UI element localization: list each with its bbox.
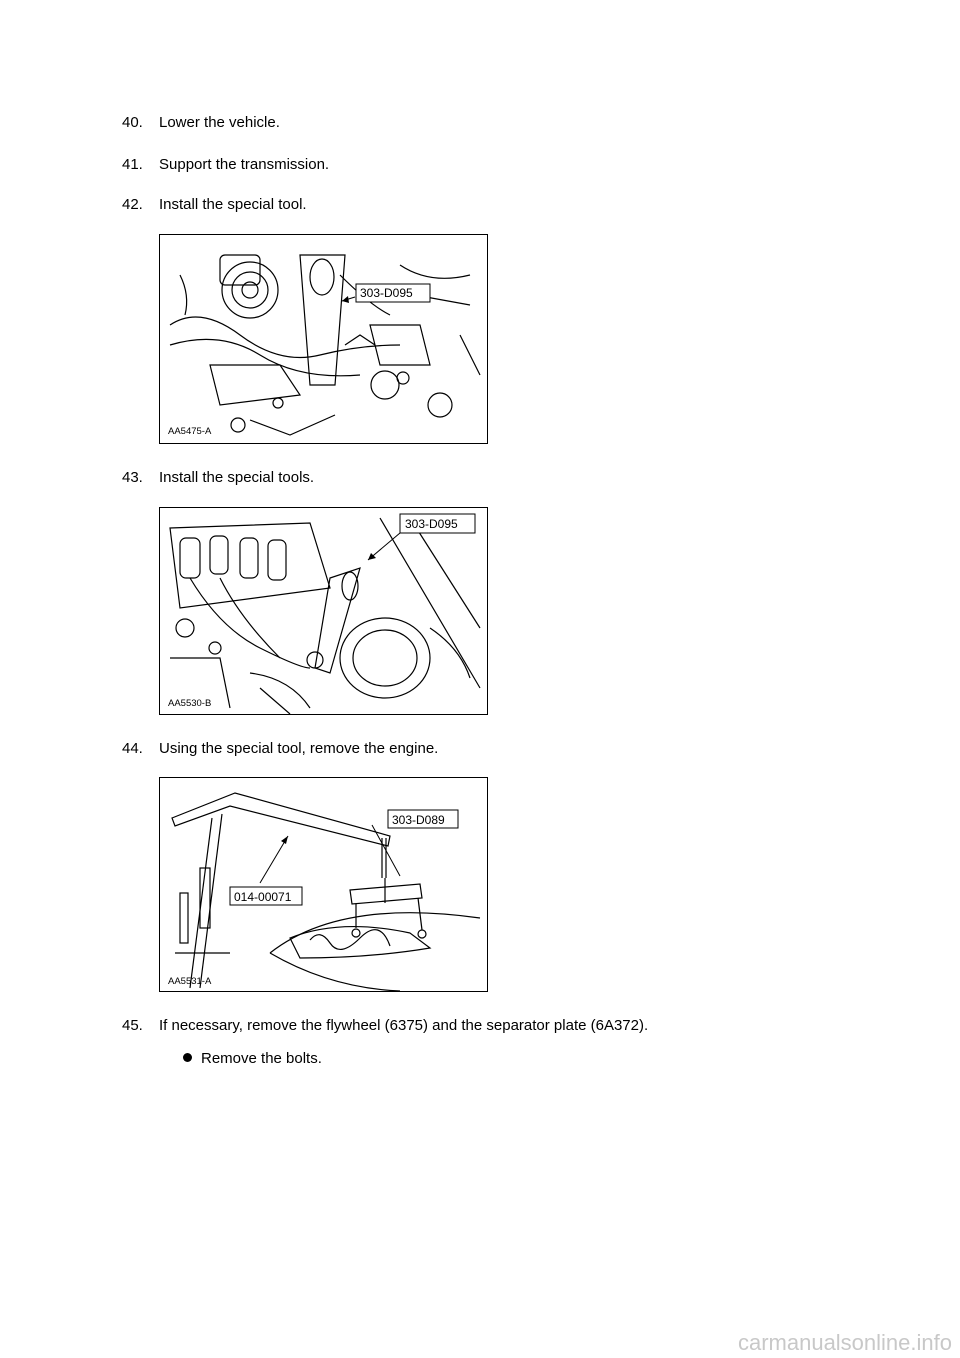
figure-id: AA5531-A — [168, 976, 212, 987]
bullet-dot-icon — [183, 1053, 192, 1062]
bullet-item: Remove the bolts. — [183, 1050, 322, 1067]
callout-box — [399, 513, 476, 534]
callout-label: 303-D095 — [360, 286, 413, 300]
callout-label: 014-00071 — [234, 890, 292, 904]
callout-label: 303-D089 — [392, 813, 445, 827]
engine-illustration: 303-D095 AA5475-A — [168, 254, 481, 437]
callout-box — [355, 283, 431, 303]
engine-illustration: 303-D095 AA5530-B — [168, 513, 481, 714]
step-text: If necessary, remove the flywheel (6375)… — [159, 1017, 649, 1034]
callout-box — [229, 886, 303, 906]
figure-special-tool-install: 303-D095 AA5475-A — [159, 234, 488, 444]
figure-id: AA5530-B — [168, 698, 211, 709]
figure-engine-removal: 303-D089 014-00071 AA5531-A — [159, 777, 488, 992]
step-text: Support the transmission. — [159, 156, 330, 173]
step-number: 42. — [122, 196, 143, 213]
bullet-text: Remove the bolts. — [201, 1050, 322, 1067]
step-42: 42. Install the special tool. — [122, 196, 307, 213]
step-number: 45. — [122, 1017, 143, 1034]
watermark: carmanualsonline.info — [737, 1330, 952, 1355]
crane-illustration: 303-D089 014-00071 AA5531-A — [168, 792, 481, 991]
figure-special-tools-install: 303-D095 AA5530-B — [159, 507, 488, 715]
step-number: 43. — [122, 469, 143, 486]
step-number: 44. — [122, 740, 143, 757]
step-text: Install the special tool. — [159, 196, 307, 213]
step-44: 44. Using the special tool, remove the en… — [122, 740, 438, 757]
step-text: Install the special tools. — [159, 469, 315, 486]
step-text: Lower the vehicle. — [159, 114, 280, 131]
step-41: 41. Support the transmission. — [122, 156, 329, 173]
step-43: 43. Install the special tools. — [122, 469, 314, 486]
step-40: 40. Lower the vehicle. — [122, 114, 280, 131]
callout-box — [387, 809, 459, 829]
figure-id: AA5475-A — [168, 426, 212, 437]
step-number: 41. — [122, 156, 143, 173]
step-number: 40. — [122, 114, 143, 131]
step-text: Using the special tool, remove the engin… — [159, 740, 439, 757]
step-45: 45. If necessary, remove the flywheel (63… — [122, 1017, 648, 1034]
callout-label: 303-D095 — [405, 517, 458, 531]
